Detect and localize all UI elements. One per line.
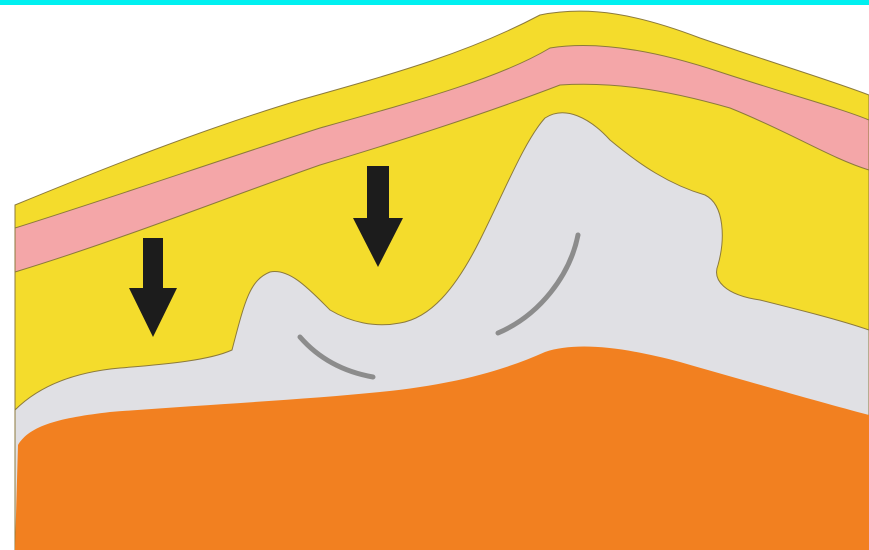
left-margin <box>0 5 14 550</box>
top-cyan-bar <box>0 0 869 5</box>
